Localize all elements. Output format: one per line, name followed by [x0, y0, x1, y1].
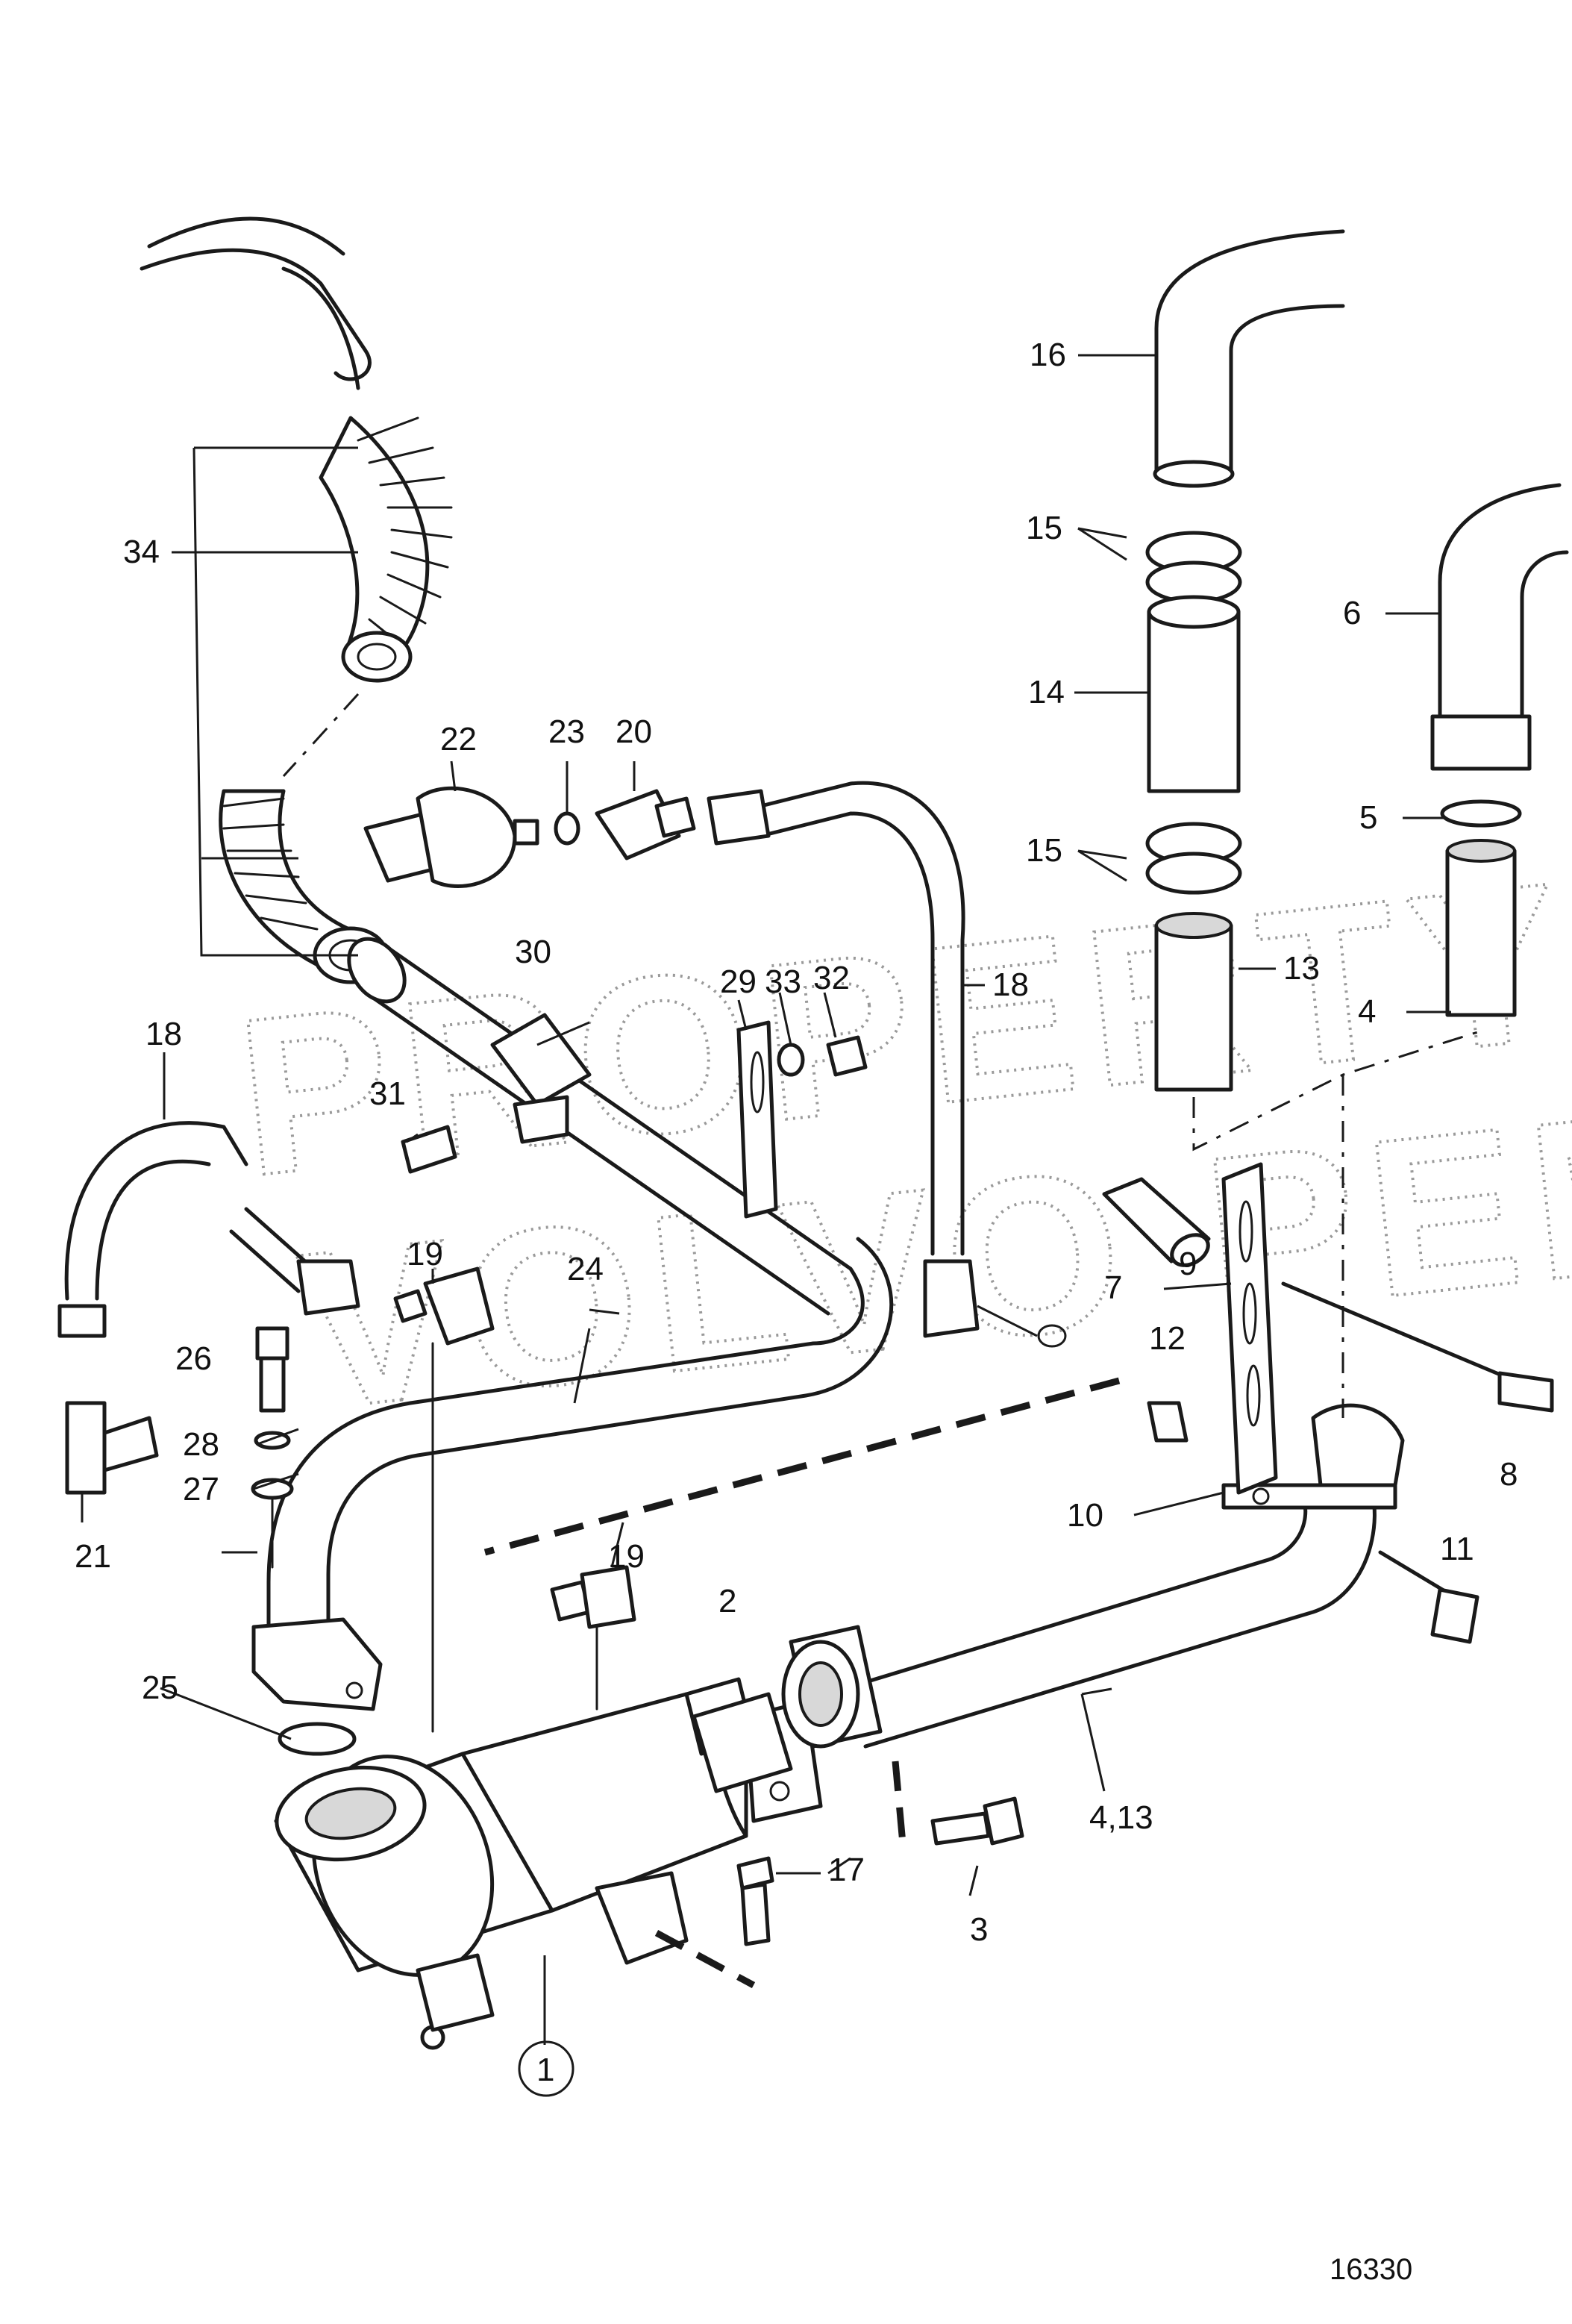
- outlet-pipe: [692, 1403, 1405, 1793]
- small-hardware: [251, 1266, 1024, 1946]
- callout-26: 26: [175, 1340, 212, 1377]
- callout-23: 23: [548, 713, 585, 750]
- callout-2: 2: [718, 1583, 736, 1619]
- upper-right-pipes: [1145, 229, 1569, 1418]
- callout-32: 32: [813, 960, 850, 996]
- callout-16: 16: [1030, 337, 1066, 373]
- bracket-29: [401, 1020, 868, 1219]
- callout-1: 1: [536, 2052, 554, 2088]
- callout-21: 21: [75, 1538, 111, 1575]
- corrugated-hose: [140, 216, 453, 984]
- callout-19-lower: 19: [608, 1538, 645, 1575]
- callout-8: 8: [1500, 1456, 1518, 1493]
- callout-30: 30: [515, 934, 551, 970]
- callout-12: 12: [1149, 1320, 1186, 1357]
- assembly-lines: [483, 1377, 1121, 1988]
- callout-25: 25: [142, 1669, 178, 1706]
- callout-9: 9: [1179, 1246, 1197, 1282]
- callout-6: 6: [1343, 595, 1361, 631]
- callout-15-lower: 15: [1026, 832, 1062, 869]
- callout-7: 7: [1104, 1269, 1122, 1306]
- callout-15-upper: 15: [1026, 510, 1062, 546]
- callout-1-circle: [518, 2040, 574, 2097]
- hose-right: [707, 781, 1067, 1348]
- callout-14: 14: [1028, 674, 1065, 710]
- temperature-sender-assembly: [363, 786, 696, 888]
- callout-24: 24: [567, 1251, 604, 1287]
- callout-28: 28: [183, 1426, 219, 1463]
- leader-lines: [81, 354, 1451, 2045]
- callout-18-right: 18: [992, 966, 1029, 1003]
- callout-11: 11: [1440, 1531, 1474, 1567]
- callout-33: 33: [765, 963, 801, 1000]
- exhaust-pipe: [251, 937, 894, 1711]
- callout-34: 34: [123, 534, 160, 570]
- callout-13: 13: [1283, 950, 1320, 987]
- callout-3: 3: [970, 1911, 988, 1948]
- hose-left: [57, 1121, 360, 1495]
- callout-5: 5: [1359, 799, 1377, 836]
- callout-31: 31: [369, 1075, 406, 1112]
- callout-17: 17: [828, 1852, 865, 1888]
- support-bracket: [1102, 1162, 1554, 1644]
- callout-labels: 16 15 6 14 5 15 13 4 34 22 23 20 30 29 3…: [75, 337, 1518, 2097]
- callout-4: 4: [1358, 993, 1376, 1030]
- callout-27: 27: [183, 1471, 219, 1508]
- callout-4-13: 4,13: [1089, 1799, 1153, 1836]
- callout-22: 22: [440, 721, 477, 758]
- watermark: PROPERTY OF VOLVO PENTA: [227, 790, 1572, 1458]
- callout-29: 29: [720, 963, 757, 1000]
- callout-20: 20: [616, 713, 652, 750]
- callout-19-upper: 19: [407, 1236, 443, 1272]
- callout-18-left: 18: [145, 1016, 182, 1052]
- drawing-number: 16330: [1330, 2253, 1412, 2286]
- callout-10: 10: [1067, 1497, 1103, 1534]
